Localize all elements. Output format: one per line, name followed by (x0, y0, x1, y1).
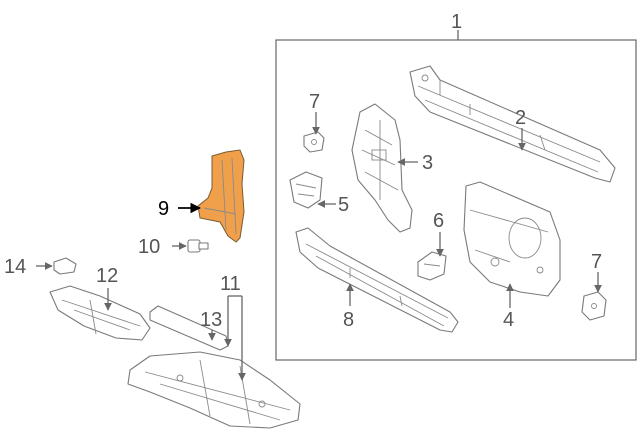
assembly-frame (275, 39, 637, 361)
large-panel-part (463, 181, 561, 297)
callout-7b: 7 (591, 251, 602, 273)
callout-2: 2 (515, 107, 526, 129)
callout-11: 11 (220, 273, 241, 295)
bracket-6-part (417, 251, 447, 281)
clip-14-part (53, 257, 77, 275)
undercover-11-part (127, 351, 301, 429)
callout-1: 1 (451, 11, 462, 33)
upper-support-part (409, 65, 616, 183)
highlighted-bracket-9-part (197, 149, 245, 243)
clip-7-upper-part (303, 131, 325, 153)
callout-10: 10 (138, 236, 160, 258)
callout-6: 6 (433, 210, 444, 232)
shield-12-part (49, 285, 151, 341)
callout-9: 9 (158, 198, 169, 220)
callout-12: 12 (96, 265, 118, 287)
bracket-5-part (289, 171, 323, 209)
callout-3: 3 (422, 152, 433, 174)
clip-7-lower-part (581, 291, 607, 321)
bolt-10-part (187, 239, 209, 253)
callout-7a: 7 (309, 91, 320, 113)
lower-support-part (295, 227, 459, 333)
callout-14: 14 (4, 256, 26, 278)
callout-5: 5 (338, 194, 349, 216)
callout-13: 13 (200, 309, 222, 331)
callout-8: 8 (343, 309, 354, 331)
side-panel-part (351, 103, 413, 233)
callout-4: 4 (503, 309, 514, 331)
